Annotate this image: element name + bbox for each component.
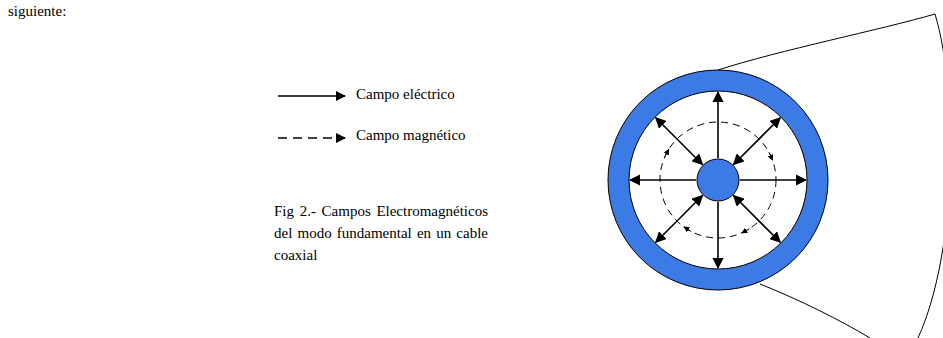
legend-text: Campo eléctrico	[356, 85, 455, 104]
electric-field-arrow	[740, 179, 806, 181]
magnetic-field-arrow	[742, 229, 750, 233]
outer-conductor	[608, 70, 828, 290]
electric-field-arrow	[734, 196, 781, 243]
inner-conductor	[697, 159, 739, 201]
electric-field-arrow	[656, 118, 703, 165]
electric-field-arrow	[656, 196, 703, 243]
electric-field-arrow	[734, 118, 781, 165]
legend-text: Campo magnético	[356, 126, 466, 145]
magnetic-field-arrow	[684, 227, 691, 232]
cable-outline	[760, 284, 870, 338]
electric-field-arrows	[630, 92, 806, 268]
electric-field-arrow	[717, 92, 719, 158]
magnetic-field-arrow	[769, 152, 773, 160]
electric-field-arrow	[630, 179, 696, 181]
dielectric	[629, 91, 807, 269]
figure-caption: Fig 2.- Campos Electromagnéticos del mod…	[274, 200, 488, 266]
magnetic-field-sample	[278, 137, 345, 139]
intro-text: siguiente:	[8, 2, 66, 21]
electric-field-sample	[278, 95, 345, 97]
magnetic-field-arrowheads	[665, 149, 773, 233]
magnetic-field-arrow	[665, 149, 669, 157]
electric-field-arrow	[717, 202, 719, 268]
